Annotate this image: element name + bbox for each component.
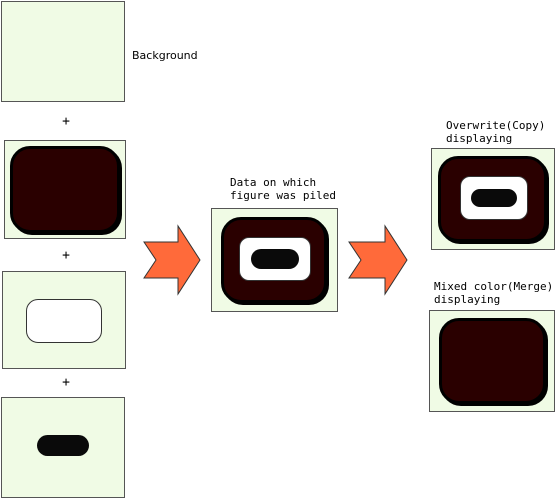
background-layer-panel xyxy=(1,1,125,102)
plus-sign-1: + xyxy=(62,114,70,129)
copy-black-pill xyxy=(471,189,517,207)
plus-sign-3: + xyxy=(62,375,70,390)
merge-label-line1: Mixed color(Merge) xyxy=(434,280,554,293)
dark-frame-layer-panel xyxy=(4,140,126,239)
arrow-right-icon xyxy=(143,224,201,296)
copy-white-frame xyxy=(460,176,528,220)
merge-label-line2: displaying xyxy=(434,293,501,306)
white-rounded-frame xyxy=(26,299,102,343)
plus-sign-2: + xyxy=(62,248,70,263)
black-pill-shape xyxy=(37,435,89,456)
piled-black-pill xyxy=(251,249,299,269)
arrow-right-icon-2 xyxy=(348,224,408,296)
piled-label-line2: figure was piled xyxy=(230,189,336,202)
merge-output-panel xyxy=(429,310,555,412)
piled-label-line1: Data on which xyxy=(230,176,317,189)
copy-label-line1: Overwrite(Copy) xyxy=(446,119,546,132)
piled-result-panel xyxy=(211,208,338,312)
background-label: Background xyxy=(132,49,198,62)
copy-dark-frame xyxy=(438,156,547,242)
piled-white-frame xyxy=(239,237,311,281)
merge-dark-frame xyxy=(439,318,546,404)
copy-output-panel xyxy=(431,148,555,250)
dark-rounded-frame xyxy=(10,146,120,233)
white-frame-layer-panel xyxy=(2,271,126,369)
black-pill-layer-panel xyxy=(1,397,125,498)
copy-label-line2: displaying xyxy=(446,132,513,145)
piled-dark-frame xyxy=(221,217,327,303)
